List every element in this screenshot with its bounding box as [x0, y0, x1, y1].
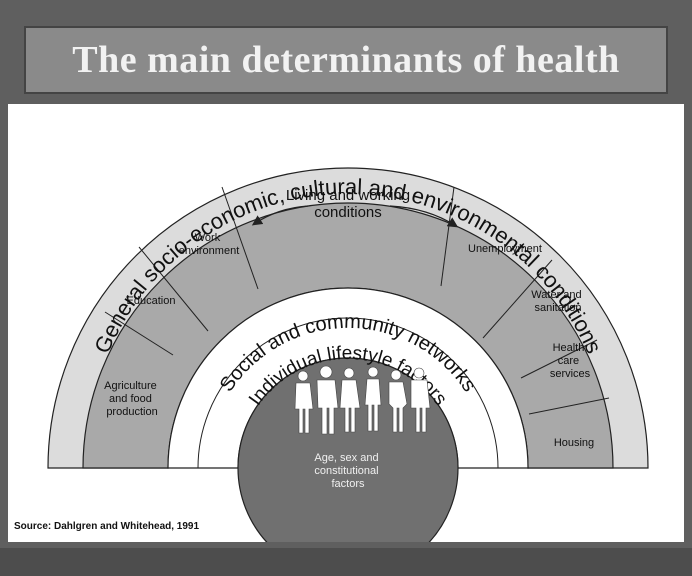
segment-water-sanitation: Water and sanitation: [531, 289, 584, 314]
living-working-heading-line2: conditions: [314, 204, 382, 221]
segment-agriculture: Agriculture and food production: [104, 380, 160, 418]
core-label: Age, sex and constitutional factors: [314, 452, 381, 490]
segment-dividers: [104, 186, 610, 415]
segment-education: Education: [127, 295, 176, 307]
segment-health-care: Health care services: [550, 342, 591, 380]
diagram-panel: General socio-economic, cultural and env…: [8, 104, 684, 542]
source-citation: Source: Dahlgren and Whitehead, 1991: [14, 521, 200, 532]
bottom-strip: [0, 548, 692, 576]
segment-unemployment: Unemployment: [468, 243, 542, 255]
segment-housing: Housing: [554, 437, 594, 449]
slide-title: The main determinants of health: [72, 39, 620, 81]
arrow-right: [389, 205, 459, 228]
arrow-left: [251, 205, 309, 226]
title-bar: The main determinants of health: [24, 26, 668, 94]
lifestyle-ring: [197, 317, 499, 469]
people-silhouettes-icon: [294, 365, 431, 435]
segment-work-environment: Work environment: [179, 232, 240, 257]
living-working-heading: Living and working: [286, 187, 410, 204]
determinants-diagram: General socio-economic, cultural and env…: [47, 167, 649, 542]
